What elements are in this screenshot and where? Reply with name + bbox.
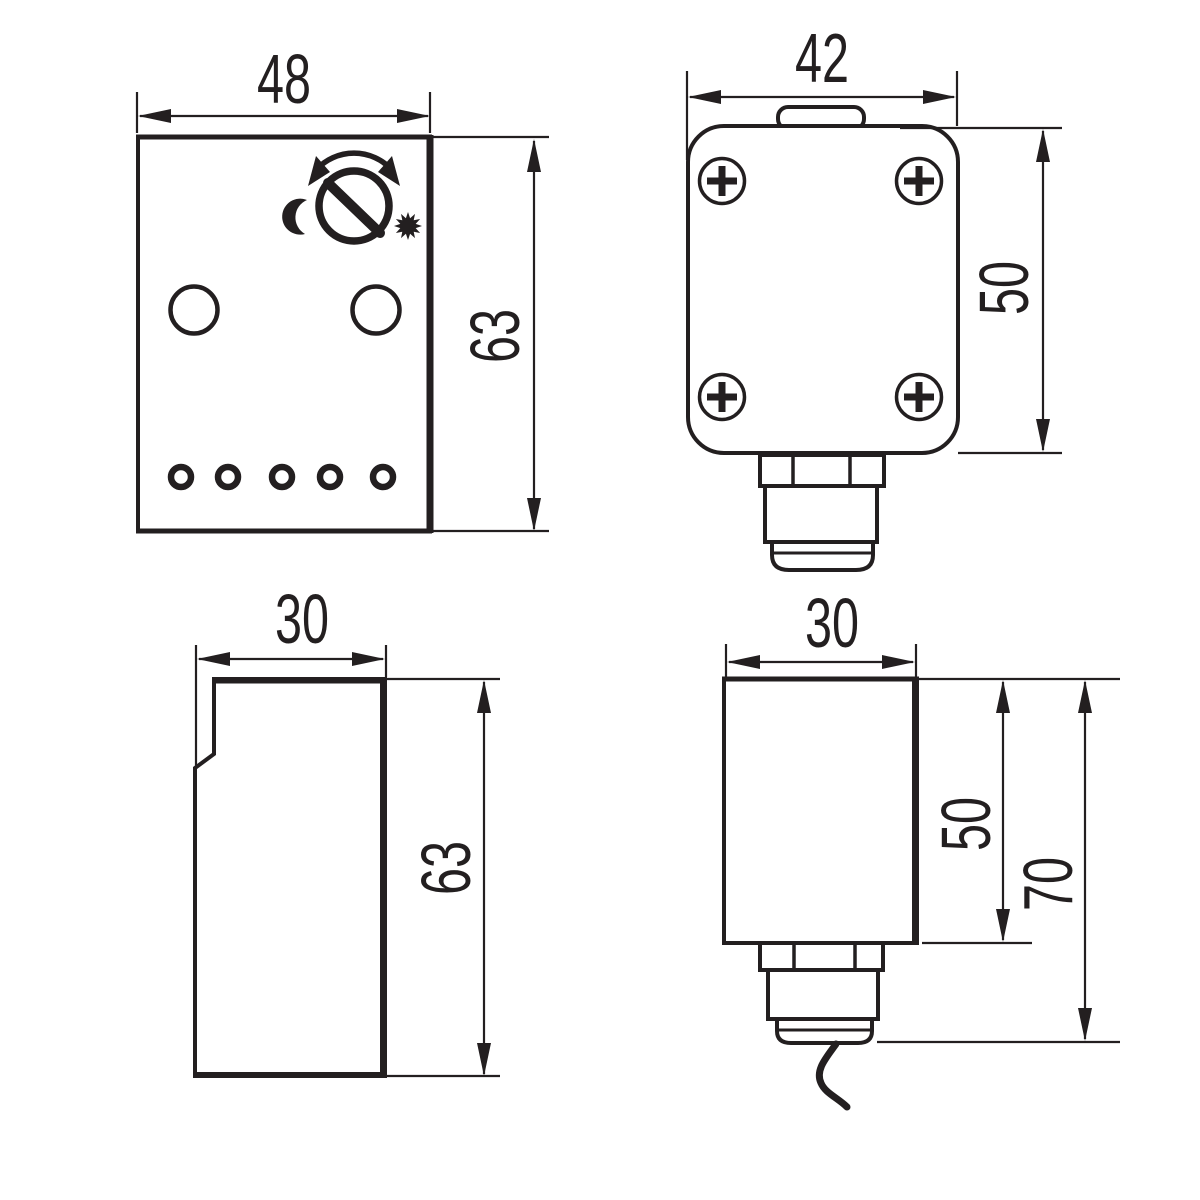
front-view: 48 63 [135, 40, 549, 534]
dimension-arrowhead [397, 109, 430, 123]
screw-head [697, 156, 747, 206]
dim-side-cable-depth: 30 [724, 584, 918, 677]
dim-side-depth: 30 [194, 580, 388, 768]
dimension-label: 50 [927, 797, 1005, 851]
cable-wire [815, 1040, 851, 1111]
cable-gland [758, 941, 885, 1111]
dial-knob-icon [315, 167, 393, 245]
terminal-hole [214, 463, 242, 491]
terminal-hole [316, 463, 344, 491]
dimension-label: 63 [407, 841, 485, 895]
back-view: 42 50 [685, 19, 1062, 572]
dimension-arrowhead [477, 1043, 491, 1076]
dimension-arrowhead [688, 90, 721, 104]
screw-head [697, 372, 747, 422]
dimension-arrowhead [996, 680, 1010, 713]
gland-nut [758, 941, 885, 972]
screw-head [894, 156, 944, 206]
sun-icon [394, 212, 422, 240]
dimension-label: 50 [965, 261, 1043, 315]
dim-back-height: 50 [900, 126, 1062, 455]
dim-front-height: 63 [432, 135, 549, 533]
dimension-arrowhead [197, 652, 230, 666]
phillips-screw-icon [697, 372, 747, 422]
dimension-label: 63 [456, 309, 534, 363]
cable-gland [758, 453, 886, 572]
rotation-arrowhead-left [308, 156, 330, 186]
gland-nut [758, 453, 886, 488]
enclosure-side-profile [193, 677, 387, 1078]
dimension-label: 30 [275, 580, 329, 658]
enclosure-side-outline [193, 677, 387, 1078]
gland-cap [770, 540, 875, 572]
dimension-arrowhead [1036, 419, 1050, 452]
side-cable-view: 30 50 70 [722, 584, 1120, 1111]
gland-body [766, 968, 880, 1021]
dim-side-cable-total-height: 70 [877, 680, 1120, 1044]
dimension-arrowhead [352, 652, 385, 666]
dimension-arrowhead [1036, 129, 1050, 162]
dimension-arrowhead [1078, 1008, 1092, 1041]
dimension-arrowhead [527, 498, 541, 531]
dimension-arrowhead [138, 109, 171, 123]
side-view: 30 63 [193, 580, 500, 1078]
dimension-label: 30 [805, 584, 859, 662]
dimension-arrowhead [923, 90, 956, 104]
enclosure-side-cable-outline [722, 676, 919, 945]
rotation-arc [315, 150, 393, 171]
mounting-hole-right [350, 284, 402, 336]
terminal-hole [167, 463, 195, 491]
enclosure-side-cable-body [722, 677, 919, 945]
dim-front-width: 48 [135, 40, 432, 133]
dim-side-cable-body-height: 50 [922, 680, 1032, 945]
dimension-arrowhead [477, 680, 491, 713]
knob-ring [315, 167, 393, 245]
terminal-hole [268, 463, 296, 491]
terminal-holes [167, 463, 397, 491]
dimension-arrowhead [1078, 680, 1092, 713]
dimension-arrowhead [996, 909, 1010, 942]
knob-slot [323, 178, 385, 238]
gland-body [763, 484, 879, 544]
phillips-screw-icon [894, 156, 944, 206]
rotation-arrows-icon [308, 150, 400, 186]
dimension-arrowhead [727, 655, 760, 669]
phillips-screw-icon [697, 156, 747, 206]
dimension-label: 48 [257, 40, 311, 118]
mounting-hole-left [168, 284, 220, 336]
rotation-arrowhead-right [378, 156, 400, 186]
screw-head [894, 372, 944, 422]
dim-back-width: 42 [685, 19, 959, 160]
dimension-arrowhead [527, 139, 541, 172]
dimension-label: 70 [1009, 857, 1087, 911]
moon-icon [282, 198, 307, 235]
phillips-screw-icon [894, 372, 944, 422]
dimension-label: 42 [795, 19, 849, 97]
dimension-arrowhead [882, 655, 915, 669]
terminal-hole [369, 463, 397, 491]
dim-side-height: 63 [387, 677, 500, 1078]
